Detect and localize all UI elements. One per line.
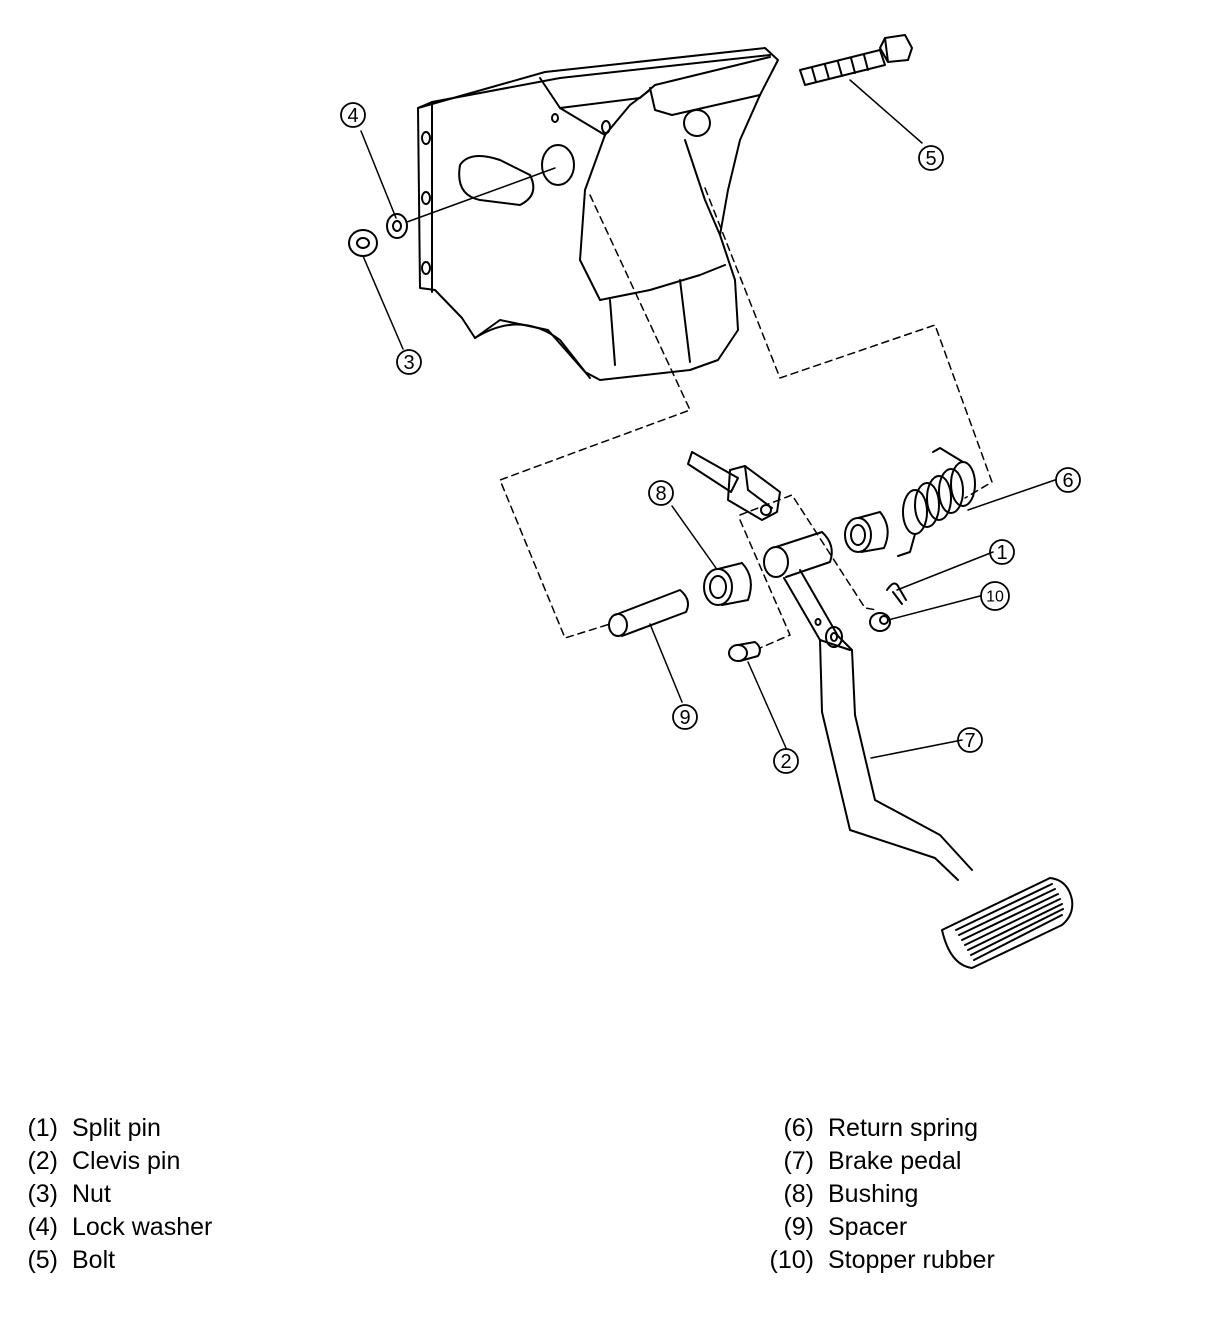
spring-bushing [844,511,889,553]
brake-pedal-exploded-diagram: 1 2 3 4 5 6 7 8 9 10 [340,34,1081,969]
callout-1-label: 1 [996,542,1007,564]
parts-legend-left: (1) Split pin (2) Clevis pin (3) Nut (4) Loc… [22,1112,212,1277]
legend-label: Lock washer [72,1213,213,1241]
legend-number: (7) [783,1147,814,1175]
legend-label: Nut [72,1180,111,1208]
split-pin [886,582,907,605]
stopper-rubber [869,612,891,632]
legend-item: (3) Nut [22,1178,212,1211]
legend-item: (4) Lock washer [22,1211,212,1244]
legend-number: (4) [27,1213,58,1241]
return-spring [897,447,976,557]
legend-item: (8) Bushing [766,1178,995,1211]
callout-6: 6 [1055,467,1081,493]
parts-legend-right: (6) Return spring (7) Brake pedal (8) Bushi… [766,1112,995,1277]
callout-10: 10 [980,581,1010,611]
alignment-line [406,167,556,223]
callout-10-label: 10 [986,589,1004,606]
nut [348,229,378,257]
legend-label: Bushing [828,1180,919,1208]
legend-number: (6) [783,1114,814,1142]
callout-5: 5 [918,145,944,171]
callout-9: 9 [672,704,698,730]
dashed-alignment-lines [499,187,993,649]
callout-3-label: 3 [403,352,414,374]
legend-label: Stopper rubber [828,1246,995,1274]
legend-label: Brake pedal [828,1147,962,1175]
legend-label: Spacer [828,1213,908,1241]
callout-2-label: 2 [780,751,791,773]
legend-label: Clevis pin [72,1147,181,1175]
callout-6-label: 6 [1062,470,1073,492]
callout-4-label: 4 [347,105,358,127]
legend-item: (1) Split pin [22,1112,212,1145]
bushing [703,562,752,606]
callout-1: 1 [989,539,1015,565]
callout-3: 3 [396,349,422,375]
legend-item: (2) Clevis pin [22,1145,212,1178]
callout-5-label: 5 [925,148,936,170]
leader-lines [360,79,1056,759]
legend-number: (5) [27,1246,58,1274]
callout-2: 2 [773,748,799,774]
callout-7-label: 7 [964,730,975,752]
clevis-pin [728,641,761,662]
spacer [608,589,689,637]
legend-item: (7) Brake pedal [766,1145,995,1178]
callout-8: 8 [648,480,674,506]
legend-item: (6) Return spring [766,1112,995,1145]
callout-8-label: 8 [655,483,666,505]
legend-number: (1) [27,1114,58,1142]
brake-pedal-pad [941,877,1074,969]
bolt [799,34,913,86]
callout-9-label: 9 [679,707,690,729]
clevis [687,451,781,521]
legend-label: Bolt [72,1246,116,1274]
legend-item: (10) Stopper rubber [766,1244,995,1277]
lock-washer [386,213,408,239]
callout-4: 4 [340,102,366,128]
legend-number: (3) [27,1180,58,1208]
legend-item: (5) Bolt [22,1244,212,1277]
legend-item: (9) Spacer [766,1211,995,1244]
brake-pedal-arm [763,531,973,881]
legend-label: Return spring [828,1114,979,1142]
pedal-bracket [417,47,779,381]
legend-number: (2) [27,1147,58,1175]
legend-number: (9) [783,1213,814,1241]
legend-number: (8) [783,1180,814,1208]
legend-label: Split pin [72,1114,161,1142]
legend-number: (10) [769,1246,814,1274]
callout-7: 7 [957,727,983,753]
